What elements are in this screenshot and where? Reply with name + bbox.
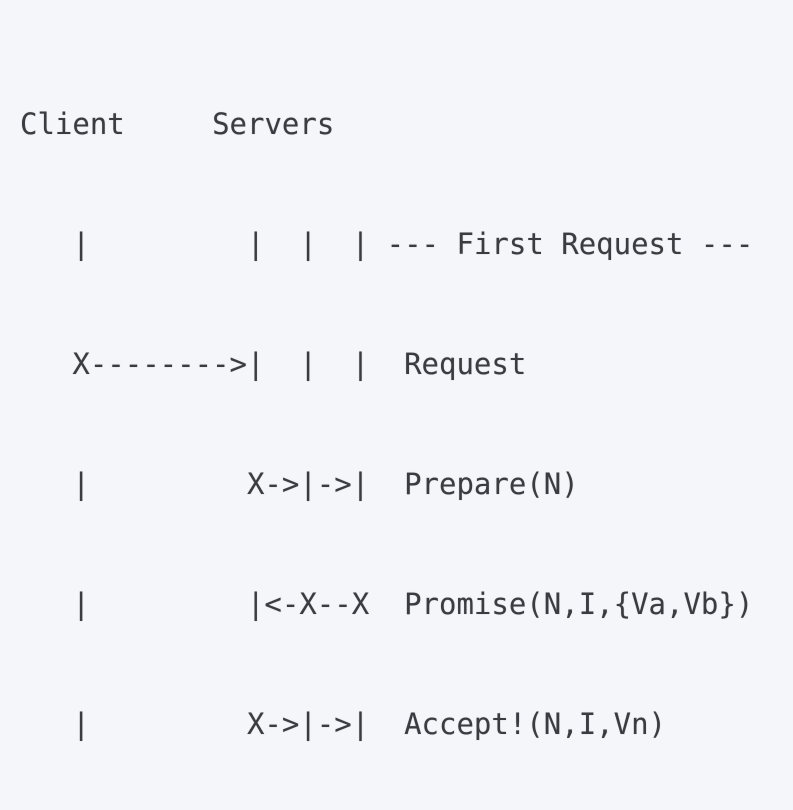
prepare-label: Prepare(N) xyxy=(404,467,579,501)
paxos-ascii-diagram: Client Servers | | | | --- First Request -… xyxy=(20,104,793,741)
row-prepare: | X->|->| Prepare(N) xyxy=(20,464,793,504)
promise-label: Promise(N,I,{Va,Vb}) xyxy=(404,587,754,621)
actors-header: Client Servers xyxy=(20,104,793,144)
row-request: X-------->| | | Request xyxy=(20,344,793,384)
row-section-first-request: | | | | --- First Request --- xyxy=(20,224,793,264)
actor-client-label: Client xyxy=(20,107,125,141)
row-accept: | X->|->| Accept!(N,I,Vn) xyxy=(20,704,793,744)
row-promise: | |<-X--X Promise(N,I,{Va,Vb}) xyxy=(20,584,793,624)
prepare-arrow-ascii: | X->|->| xyxy=(20,467,370,501)
accept-arrow-ascii: | X->|->| xyxy=(20,707,370,741)
promise-arrow-ascii: | |<-X--X xyxy=(20,587,370,621)
lifelines-ascii: | | | | xyxy=(20,227,370,261)
request-arrow-ascii: X-------->| | | xyxy=(20,347,370,381)
section-title: --- First Request --- xyxy=(386,227,754,261)
actor-servers-label: Servers xyxy=(212,107,335,141)
accept-label: Accept!(N,I,Vn) xyxy=(404,707,666,741)
request-label: Request xyxy=(404,347,527,381)
